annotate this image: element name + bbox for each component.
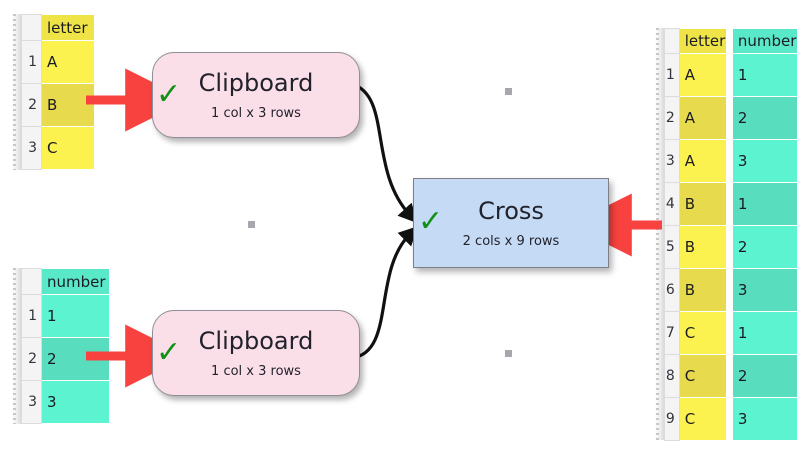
cell-letter[interactable]: A (678, 139, 727, 183)
grid-dot (505, 350, 512, 357)
table-header-row: letter (21, 14, 95, 41)
cell-number[interactable]: 1 (731, 53, 798, 97)
table-row[interactable]: 5 B 2 (664, 225, 798, 269)
cell-number[interactable]: 1 (731, 311, 798, 355)
check-icon: ✓ (156, 77, 182, 112)
cell-number[interactable]: 3 (41, 380, 110, 424)
table-row[interactable]: 3 A 3 (664, 139, 798, 183)
cell-number[interactable]: 3 (731, 139, 798, 183)
row-number[interactable]: 1 (664, 53, 680, 97)
cell-letter[interactable]: C (678, 354, 727, 398)
cell-letter[interactable]: A (41, 40, 95, 84)
node-cross[interactable]: Cross 2 cols x 9 rows (413, 178, 609, 268)
cell-number[interactable]: 3 (731, 268, 798, 312)
letter-source-table[interactable]: letter 1 A 2 B 3 C (12, 14, 110, 170)
table-row[interactable]: 6 B 3 (664, 268, 798, 312)
row-number[interactable]: 6 (664, 268, 680, 312)
cell-letter[interactable]: C (678, 397, 727, 441)
number-source-table[interactable]: number 1 1 2 2 3 3 (12, 268, 110, 424)
cell-number[interactable]: 2 (41, 337, 110, 381)
row-number[interactable]: 2 (664, 96, 680, 140)
grid-dot (505, 88, 512, 95)
row-number[interactable]: 8 (664, 354, 680, 398)
table-row[interactable]: 1 A (21, 40, 95, 84)
node-subtitle: 1 col x 3 rows (211, 105, 301, 121)
node-title: Clipboard (198, 68, 314, 97)
row-number[interactable]: 3 (21, 380, 42, 424)
connector-clipboard-top-to-cross (351, 82, 418, 224)
column-header-letter[interactable]: letter (41, 14, 95, 41)
check-icon: ✓ (156, 335, 182, 370)
node-title: Clipboard (198, 326, 314, 355)
cell-letter[interactable]: C (678, 311, 727, 355)
cell-number[interactable]: 1 (41, 294, 110, 338)
table-header-row: letter number (664, 28, 798, 54)
table-row[interactable]: 1 1 (21, 294, 110, 338)
table-row[interactable]: 3 3 (21, 380, 110, 424)
row-number[interactable]: 5 (664, 225, 680, 269)
grid-corner (21, 14, 42, 41)
row-number[interactable]: 2 (21, 83, 42, 127)
cell-letter[interactable]: C (41, 126, 95, 170)
node-clipboard-bottom[interactable]: Clipboard 1 col x 3 rows (152, 310, 360, 396)
column-header-number[interactable]: number (731, 28, 798, 54)
node-subtitle: 1 col x 3 rows (211, 363, 301, 379)
cell-number[interactable]: 3 (731, 397, 798, 441)
grid-corner (664, 28, 680, 54)
cell-number[interactable]: 2 (731, 96, 798, 140)
cell-number[interactable]: 1 (731, 182, 798, 226)
cell-letter[interactable]: B (678, 225, 727, 269)
node-clipboard-top[interactable]: Clipboard 1 col x 3 rows (152, 52, 360, 138)
cell-number[interactable]: 2 (731, 354, 798, 398)
row-number[interactable]: 1 (21, 40, 42, 84)
table-row[interactable]: 4 B 1 (664, 182, 798, 226)
column-header-number[interactable]: number (41, 268, 110, 295)
node-title: Cross (478, 196, 544, 225)
row-number[interactable]: 4 (664, 182, 680, 226)
table-row[interactable]: 1 A 1 (664, 53, 798, 97)
number-source-grid[interactable]: number 1 1 2 2 3 3 (21, 268, 110, 424)
cell-letter[interactable]: B (678, 182, 727, 226)
check-icon: ✓ (418, 204, 444, 239)
result-table[interactable]: letter number 1 A 1 2 A 2 3 A 3 (655, 28, 798, 441)
connector-clipboard-bottom-to-cross (351, 226, 418, 360)
cell-letter[interactable]: B (41, 83, 95, 127)
table-row[interactable]: 2 A 2 (664, 96, 798, 140)
table-row[interactable]: 2 B (21, 83, 95, 127)
grid-dot (248, 221, 255, 228)
table-row[interactable]: 8 C 2 (664, 354, 798, 398)
cell-letter[interactable]: B (678, 268, 727, 312)
table-row[interactable]: 7 C 1 (664, 311, 798, 355)
row-number[interactable]: 7 (664, 311, 680, 355)
row-number[interactable]: 3 (664, 139, 680, 183)
node-subtitle: 2 cols x 9 rows (462, 233, 560, 249)
cell-letter[interactable]: A (678, 53, 727, 97)
row-number[interactable]: 2 (21, 337, 42, 381)
grid-corner (21, 268, 42, 295)
cell-letter[interactable]: A (678, 96, 727, 140)
letter-source-grid[interactable]: letter 1 A 2 B 3 C (21, 14, 95, 170)
cell-number[interactable]: 2 (731, 225, 798, 269)
result-grid[interactable]: letter number 1 A 1 2 A 2 3 A 3 (664, 28, 798, 441)
table-row[interactable]: 3 C (21, 126, 95, 170)
table-row[interactable]: 9 C 3 (664, 397, 798, 441)
row-number[interactable]: 1 (21, 294, 42, 338)
table-header-row: number (21, 268, 110, 295)
row-number[interactable]: 3 (21, 126, 42, 170)
column-header-letter[interactable]: letter (678, 28, 727, 54)
row-number[interactable]: 9 (664, 397, 680, 441)
table-row[interactable]: 2 2 (21, 337, 110, 381)
